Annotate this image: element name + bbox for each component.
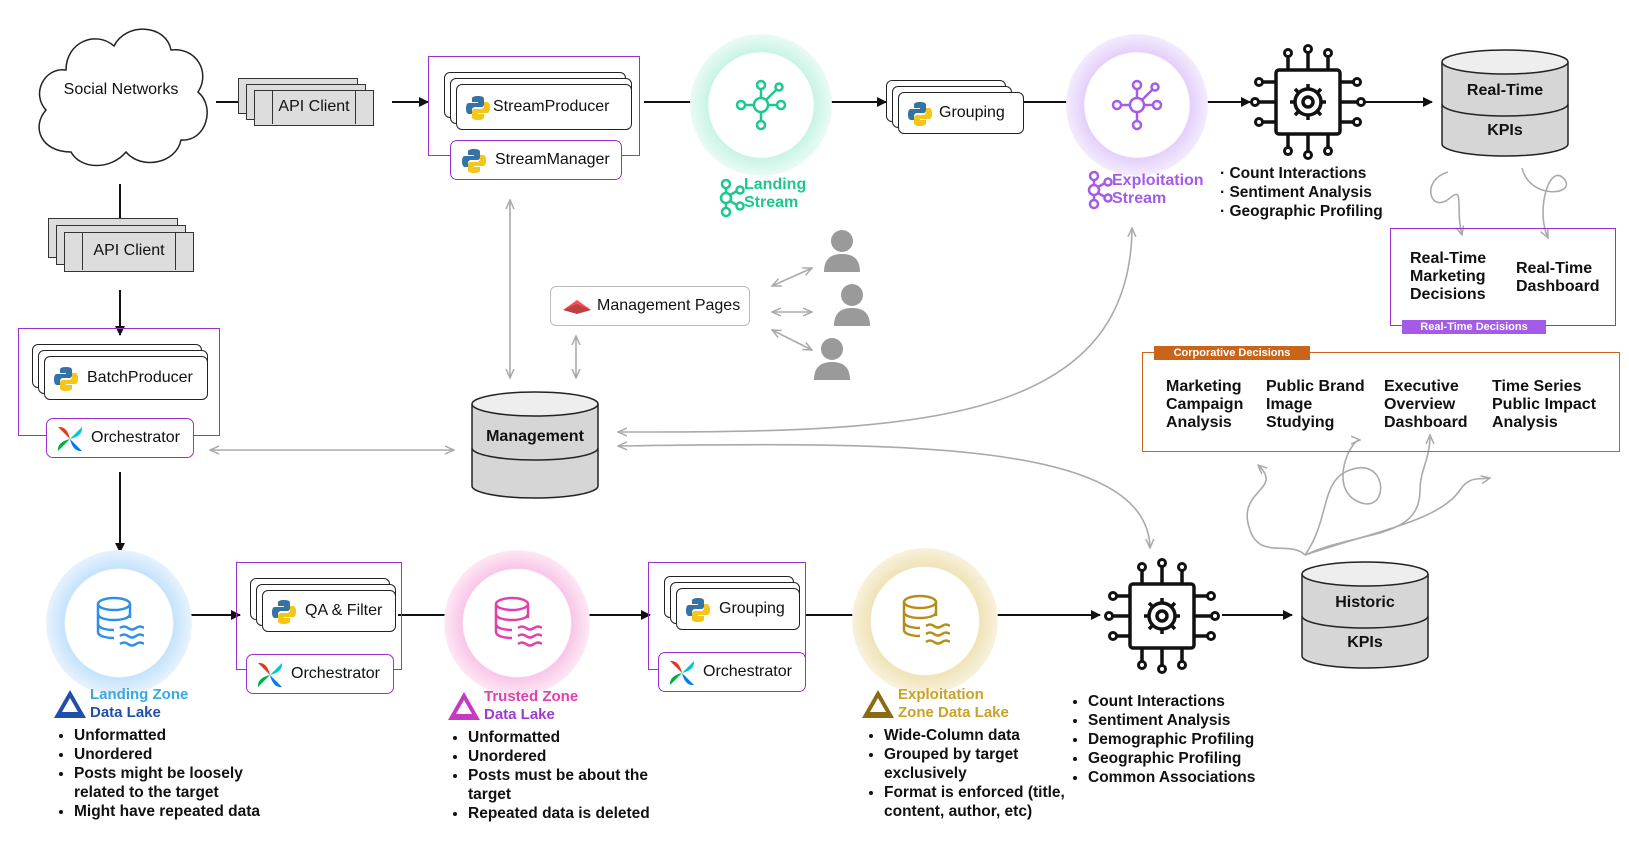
- batch-analytics-list: Count Interactions Sentiment Analysis De…: [1066, 692, 1318, 787]
- historic-db-bottom-label: KPIs: [1347, 634, 1383, 651]
- qa-filter-box: QA & Filter: [262, 590, 396, 632]
- stream-analytics-list: · Count Interactions · Sentiment Analysi…: [1220, 165, 1383, 220]
- database-icon: [1441, 49, 1569, 157]
- landing-zone-title: Landing Zone Data Lake: [90, 686, 189, 721]
- kafka-small-icon: [716, 178, 756, 218]
- orchestrator-2-label: Orchestrator: [291, 665, 380, 682]
- trusted-zone-title: Trusted Zone Data Lake: [484, 688, 579, 723]
- social-networks-label: Social Networks: [63, 81, 179, 98]
- python-icon: [685, 597, 711, 628]
- azure-data-lake-icon: [446, 690, 482, 727]
- orchestrator-1-label: Orchestrator: [91, 429, 180, 446]
- orchestrator-2-box: Orchestrator: [246, 654, 394, 694]
- processing-chip-icon: [1104, 558, 1220, 674]
- database-icon: [471, 391, 599, 499]
- api-client-top: API Client: [238, 78, 392, 126]
- landing-zone-properties: Unformatted Unordered Posts might be loo…: [52, 726, 294, 821]
- realtime-dashboard: Real-Time Dashboard: [1516, 260, 1600, 295]
- realtime-decisions-tag: Real-Time Decisions: [1402, 320, 1546, 334]
- stream-manager-label: StreamManager: [495, 151, 610, 168]
- landing-stream-node: [690, 34, 832, 176]
- batch-producer-label: BatchProducer: [87, 369, 193, 386]
- landing-zone-node: [46, 550, 192, 696]
- api-client-top-label: API Client: [272, 90, 356, 124]
- python-icon: [907, 101, 933, 132]
- airflow-icon: [667, 658, 697, 693]
- corporative-item-executive: Executive Overview Dashboard: [1384, 378, 1468, 431]
- exploitation-zone-title: Exploitation Zone Data Lake: [898, 686, 1009, 721]
- user-icon: [832, 282, 872, 331]
- trusted-zone-node: [444, 550, 590, 696]
- grouping-stream-box: Grouping: [898, 92, 1024, 134]
- azure-data-lake-icon: [860, 688, 896, 725]
- realtime-marketing-decisions: Real-Time Marketing Decisions: [1410, 250, 1487, 303]
- grouping-batch-label: Grouping: [719, 600, 785, 617]
- realtime-db-top-label: Real-Time: [1466, 82, 1544, 99]
- data-lake-icon: [96, 596, 144, 647]
- data-lake-icon: [494, 596, 542, 647]
- batch-producer-box: BatchProducer: [44, 356, 208, 400]
- grouping-batch-box: Grouping: [676, 588, 800, 630]
- management-db-label: Management: [486, 428, 584, 445]
- streamlit-icon: [561, 298, 593, 321]
- management-pages-box: Management Pages: [550, 286, 750, 326]
- exploitation-stream-title: Exploitation Stream: [1112, 172, 1204, 207]
- airflow-icon: [55, 424, 85, 459]
- management-db: Management: [470, 390, 600, 500]
- historic-kpis-db: Historic KPIs: [1300, 560, 1430, 670]
- python-icon: [465, 95, 491, 126]
- python-icon: [461, 148, 487, 179]
- python-icon: [271, 599, 297, 630]
- api-client-left-label: API Client: [82, 232, 176, 270]
- orchestrator-1-box: Orchestrator: [46, 418, 194, 458]
- database-icon: [1301, 561, 1429, 669]
- qa-filter-label: QA & Filter: [305, 602, 383, 619]
- airflow-icon: [255, 660, 285, 695]
- stream-manager-box: StreamManager: [450, 140, 622, 180]
- corporative-item-timeseries: Time Series Public Impact Analysis: [1492, 378, 1597, 431]
- exploitation-stream-node: [1066, 34, 1208, 176]
- corporative-item-marketing: Marketing Campaign Analysis: [1166, 378, 1244, 431]
- trusted-zone-properties: Unformatted Unordered Posts must be abou…: [446, 728, 668, 823]
- grouping-stream-label: Grouping: [939, 104, 1005, 121]
- azure-data-lake-icon: [52, 688, 88, 725]
- processing-chip-icon: [1250, 44, 1366, 160]
- python-icon: [53, 366, 79, 397]
- corporative-decisions-group: [1142, 352, 1620, 452]
- cloud-icon: [38, 28, 208, 167]
- user-icon: [812, 336, 852, 385]
- corporative-item-brand: Public Brand Image Studying: [1266, 378, 1365, 431]
- stream-producer-box: StreamProducer: [456, 84, 632, 130]
- exploitation-zone-properties: Wide-Column data Grouped by target exclu…: [862, 726, 1094, 821]
- api-client-left: API Client: [48, 218, 202, 274]
- realtime-kpis-db: Real-Time KPIs: [1440, 48, 1570, 158]
- kafka-small-icon: [1084, 170, 1114, 210]
- realtime-db-bottom-label: KPIs: [1487, 122, 1523, 139]
- social-networks-cloud: Social Networks: [26, 12, 216, 180]
- kafka-icon: [735, 79, 787, 131]
- historic-db-top-label: Historic: [1335, 594, 1395, 611]
- stream-producer-label: StreamProducer: [493, 98, 610, 115]
- landing-stream-title: Landing Stream: [744, 176, 807, 211]
- orchestrator-3-label: Orchestrator: [703, 663, 792, 680]
- orchestrator-3-box: Orchestrator: [658, 652, 806, 692]
- user-icon: [822, 228, 862, 277]
- exploitation-zone-node: [852, 548, 998, 694]
- management-pages-label: Management Pages: [597, 297, 741, 314]
- kafka-icon: [1111, 79, 1163, 131]
- data-lake-icon: [902, 594, 950, 645]
- corporative-decisions-tag: Corporative Decisions: [1154, 346, 1310, 360]
